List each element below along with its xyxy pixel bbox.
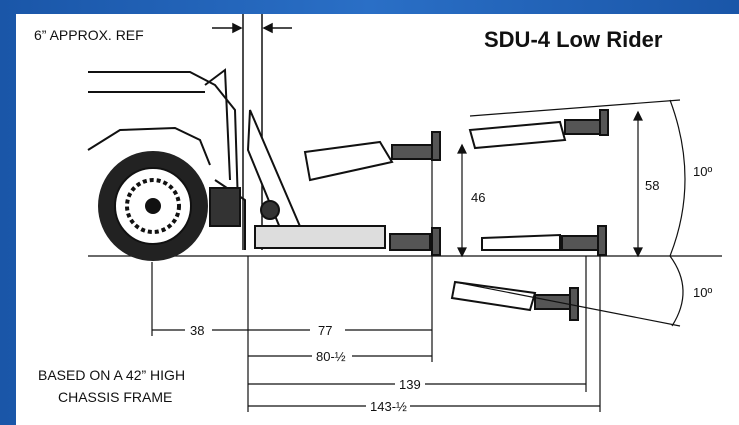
dim-38: 38 <box>190 323 204 338</box>
base-note-line2: CHASSIS FRAME <box>58 389 172 405</box>
dim-58: 58 <box>645 178 659 193</box>
base-note-line1: BASED ON A 42” HIGH <box>38 367 185 383</box>
dim-80: 80-½ <box>316 349 346 364</box>
truck-wheel <box>98 151 208 261</box>
ref-note: 6” APPROX. REF <box>34 27 144 43</box>
arm-level <box>481 225 607 256</box>
underlift-base <box>246 109 441 256</box>
height-dims <box>457 110 643 258</box>
angle-up-label: 10º <box>693 164 712 179</box>
horizontal-dims <box>152 329 600 407</box>
angle-down-label: 10º <box>693 285 712 300</box>
dim-143: 143-½ <box>370 399 407 414</box>
dim-46: 46 <box>471 190 485 205</box>
extension-lines <box>151 145 601 412</box>
diagram-title: SDU-4 Low Rider <box>484 27 663 52</box>
arm-58 <box>468 109 609 150</box>
truck-body <box>87 68 246 250</box>
dim-139: 139 <box>399 377 421 392</box>
dim-77: 77 <box>318 323 332 338</box>
arm-lowered <box>450 280 579 321</box>
angle-guides <box>454 99 686 327</box>
arm-46 <box>303 131 441 182</box>
